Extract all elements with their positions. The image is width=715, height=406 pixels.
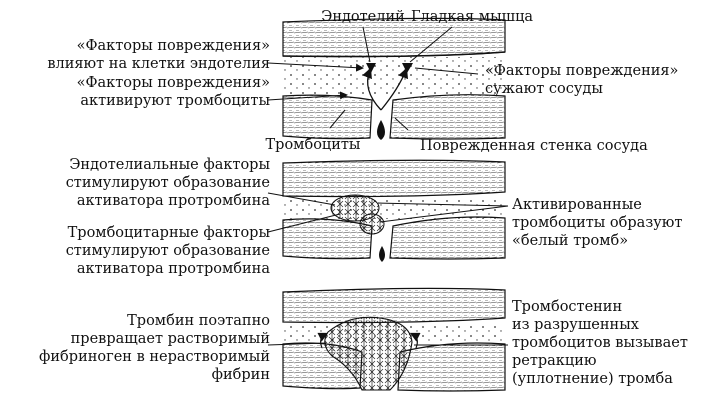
line: стимулируют образование: [65, 175, 270, 191]
line: Тромбоцитарные факторы: [67, 225, 270, 241]
line: Эндотелиальные факторы: [69, 157, 270, 173]
line: тромбоциты образуют: [512, 215, 683, 231]
line: Тромбостенин: [512, 299, 623, 315]
line: активатора протромбина: [76, 261, 270, 277]
label-activated-platelets: Активированные тромбоциты образуют «белы…: [512, 196, 712, 250]
line: (уплотнение) тромба: [512, 371, 673, 387]
line: активируют тромбоциты: [80, 93, 270, 109]
line: фибриноген в нерастворимый: [39, 349, 270, 365]
label-endothelial-factors: Эндотелиальные факторы стимулируют образ…: [20, 156, 270, 210]
line: активатора протромбина: [76, 193, 270, 209]
line: ретракцию: [512, 353, 597, 369]
label-damaged-wall: Поврежденная стенка сосуда: [420, 138, 648, 154]
label-thrombin: Тромбин поэтапно превращает растворимый …: [20, 312, 270, 384]
line: влияют на клетки эндотелия: [47, 56, 270, 72]
line: Тромбин поэтапно: [127, 313, 270, 329]
line: сужают сосуды: [485, 81, 603, 97]
line: «белый тромб»: [512, 233, 629, 249]
label-platelet-factors: Тромбоцитарные факторы стимулируют образ…: [20, 224, 270, 278]
panel1-leaders: [267, 26, 479, 131]
panel1-vessel: [282, 17, 506, 140]
label-smooth-muscle: Гладкая мышца: [410, 9, 534, 25]
line: «Факторы повреждения»: [76, 75, 270, 91]
line: тромбоцитов вызывает: [512, 335, 688, 351]
line: фибрин: [211, 367, 270, 383]
label-platelets: Тромбоциты: [265, 137, 361, 153]
panel2-leaders: [267, 192, 509, 233]
label-damage-factors-platelets: «Факторы повреждения» активируют тромбоц…: [20, 74, 270, 110]
line: превращает растворимый: [70, 331, 270, 347]
line: «Факторы повреждения»: [76, 38, 270, 54]
line: из разрушенных: [512, 317, 639, 333]
label-thrombostenin: Тромбостенин из разрушенных тромбоцитов …: [512, 298, 712, 388]
line: «Факторы повреждения»: [485, 63, 679, 79]
line: стимулируют образование: [65, 243, 270, 259]
label-endothelium: Эндотелий: [321, 9, 405, 25]
panel3-leaders: [267, 342, 508, 346]
panel2-vessel: [282, 159, 506, 262]
panel3-vessel: [282, 287, 506, 392]
label-damage-factors-endothelium: «Факторы повреждения» влияют на клетки э…: [20, 37, 270, 73]
line: Активированные: [512, 197, 642, 213]
label-damage-factors-vessels: «Факторы повреждения» сужают сосуды: [485, 62, 710, 98]
